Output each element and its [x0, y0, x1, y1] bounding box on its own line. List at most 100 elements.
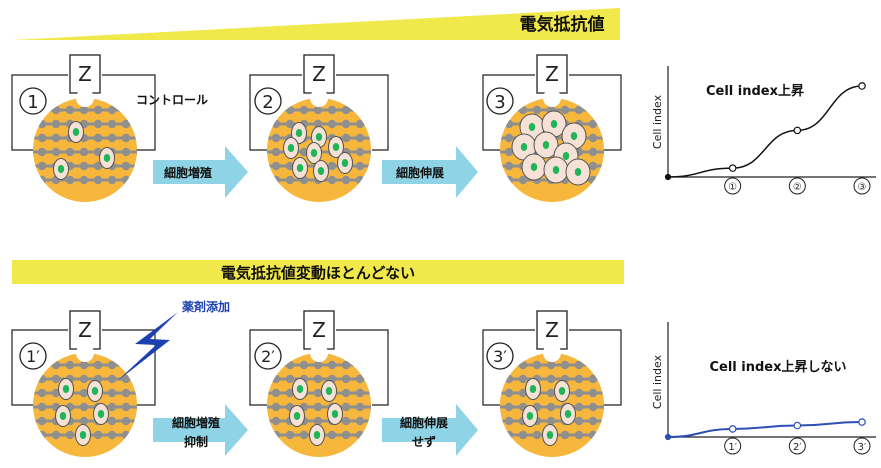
- electrode-dot: [65, 175, 75, 185]
- electrode-dot: [574, 374, 584, 384]
- cell: [321, 380, 337, 402]
- no-spreading-label-line2: せず: [412, 434, 436, 449]
- electrode-dot: [504, 175, 514, 185]
- cell-nucleus: [341, 159, 349, 167]
- electrode-dot: [79, 105, 89, 115]
- x-tick-label: 1′: [728, 442, 737, 453]
- cell: [53, 158, 69, 180]
- electrode-dot: [602, 147, 604, 157]
- top-row: 電気抵抗値 Z 1 コントロール 細胞増殖 Z: [11, 8, 876, 202]
- electrode-dot: [341, 175, 351, 185]
- cell: [522, 405, 538, 427]
- cell-nucleus: [529, 385, 537, 393]
- suppressed-label-line1: 細胞増殖: [172, 415, 220, 430]
- well-notch: [543, 89, 561, 107]
- electrode-dot: [121, 388, 131, 398]
- impedance-label: Z: [312, 62, 326, 86]
- electrode-dot: [121, 147, 131, 157]
- electrode-dot: [313, 388, 323, 398]
- cell-nucleus: [62, 385, 70, 393]
- top-banner-label: 電気抵抗値: [520, 14, 605, 35]
- cell: [525, 378, 541, 400]
- impedance-label: Z: [545, 318, 559, 342]
- electrode-dot: [602, 105, 604, 115]
- electrode-dot: [369, 360, 371, 370]
- electrode-dot: [355, 105, 365, 115]
- cell: [58, 378, 74, 400]
- electrode-dot: [121, 175, 131, 185]
- cell-nucleus: [562, 152, 570, 160]
- resistance-increase-wedge: [12, 8, 620, 40]
- electrode-dot: [369, 416, 371, 426]
- electrode-dot: [135, 416, 137, 426]
- electrode-dot: [313, 374, 323, 384]
- electrode-dot: [271, 388, 281, 398]
- control-label: コントロール: [136, 93, 208, 107]
- impedance-meter: [536, 310, 568, 350]
- circuit-wire: [336, 74, 389, 151]
- cell-nucleus: [325, 387, 333, 395]
- impedance-label: Z: [78, 318, 92, 342]
- electrode-dot: [79, 388, 89, 398]
- cell-nucleus: [332, 143, 340, 151]
- electrode-dot: [504, 133, 514, 143]
- impedance-label: Z: [78, 62, 92, 86]
- electrode-dot: [341, 105, 351, 115]
- electrode-dot: [574, 402, 584, 412]
- electrode-dot: [51, 374, 61, 384]
- x-tick-label: ①: [728, 182, 737, 193]
- impedance-meter: [536, 54, 568, 94]
- electrode-dot: [107, 360, 117, 370]
- cell-nucleus: [558, 387, 566, 395]
- electrode-dot: [532, 105, 542, 115]
- electrode-dot: [121, 161, 131, 171]
- tick-badge: [724, 177, 742, 195]
- electrode-dot: [135, 147, 137, 157]
- cell: [87, 380, 103, 402]
- cell: [542, 424, 558, 446]
- electrode-dot: [341, 360, 351, 370]
- cell: [93, 403, 109, 425]
- electrode-dot: [327, 161, 337, 171]
- well-notch: [310, 89, 328, 107]
- well-stage-3-prime: Z 3′: [482, 310, 622, 457]
- electrode-dot: [602, 119, 604, 129]
- electrode-dot: [574, 360, 584, 370]
- cell: [313, 160, 329, 182]
- electrode-dot: [271, 119, 281, 129]
- electrode-dot: [271, 133, 281, 143]
- proliferation-label: 細胞増殖: [164, 165, 212, 180]
- cell: [291, 122, 307, 144]
- cell: [533, 131, 559, 159]
- electrode-dot: [285, 119, 295, 129]
- bottom-banner-label: 電気抵抗値変動ほとんどない: [221, 264, 415, 282]
- bottom-row: 電気抵抗値変動ほとんどない Z 1′ 薬剤添加 細胞増殖 抑制: [11, 260, 876, 457]
- electrode-dot: [271, 402, 281, 412]
- electrode-dot: [37, 416, 47, 426]
- electrode-dot: [518, 388, 528, 398]
- circuit-wire: [482, 74, 535, 151]
- electrode-dot: [355, 161, 365, 171]
- electrode-dot: [560, 360, 570, 370]
- electrode-dot: [341, 388, 351, 398]
- cell-nucleus: [295, 129, 303, 137]
- electrode-dot: [341, 119, 351, 129]
- electrode-dot: [504, 388, 514, 398]
- cell-nucleus: [570, 132, 578, 140]
- impedance-meter: [69, 54, 101, 94]
- electrode-dot: [504, 374, 514, 384]
- cell-nucleus: [317, 167, 325, 175]
- chart-title: Cell index上昇しない: [709, 360, 846, 375]
- x-tick-labels: 1′2′3′: [724, 437, 871, 455]
- electrode-dot: [518, 430, 528, 440]
- well-stage-3: Z 3: [482, 54, 622, 202]
- electrode-dot: [574, 416, 584, 426]
- series-line: [667, 421, 863, 438]
- cell-nucleus: [296, 385, 304, 393]
- electrode-dot: [271, 374, 281, 384]
- electrode-dot: [588, 430, 598, 440]
- electrode-dot: [313, 416, 323, 426]
- cell-nucleus: [287, 144, 295, 152]
- stage-number: 1′: [26, 347, 40, 366]
